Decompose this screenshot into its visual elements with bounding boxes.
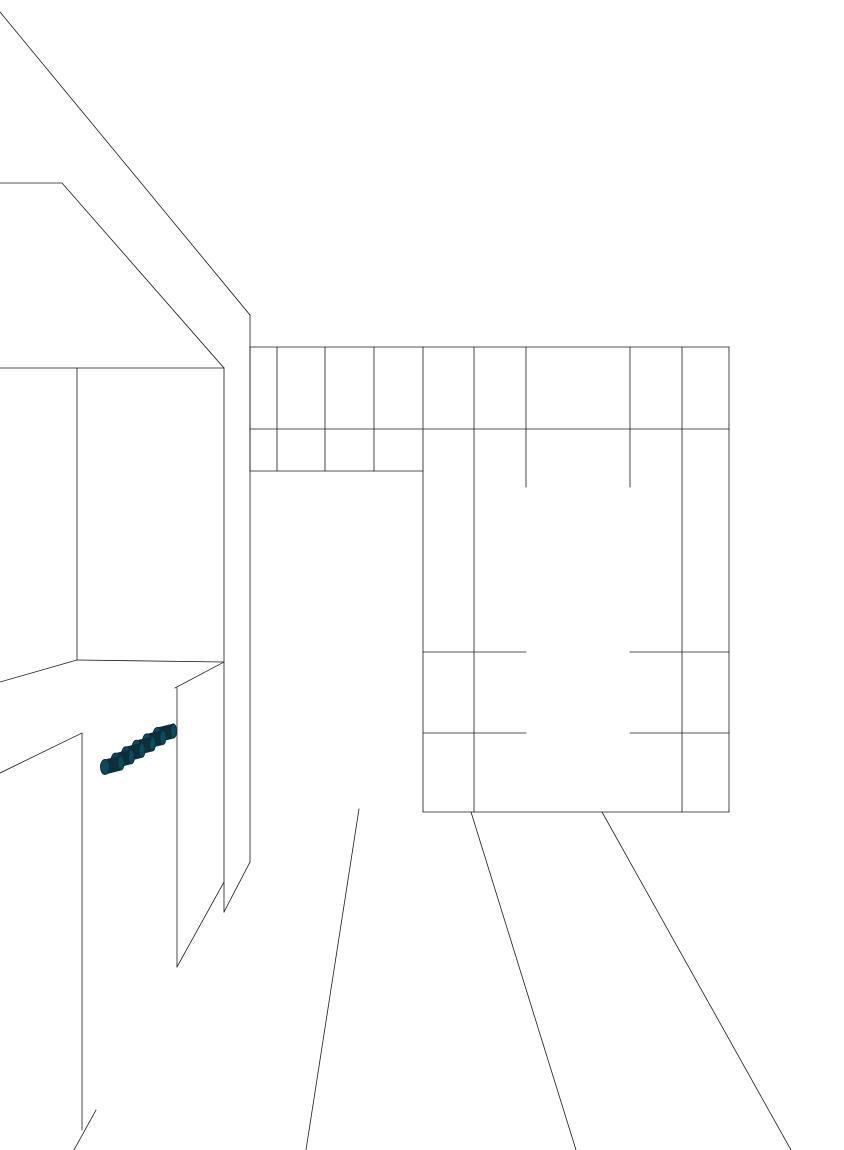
center-column (223, 314, 251, 913)
stove-knob-row (100, 723, 177, 775)
knob-face (100, 759, 110, 775)
knob-rim (170, 723, 177, 739)
shelving-grid (249, 346, 730, 813)
knob-rim (138, 742, 146, 758)
beam-edge-upper (0, 11, 251, 316)
knob-rim (128, 749, 135, 765)
knob-rim (117, 755, 125, 771)
knob-rim (149, 736, 156, 752)
floor-lines (305, 808, 792, 1150)
ceiling-beam (0, 11, 251, 369)
knob-rim (159, 729, 167, 745)
beam-edge-lower (0, 182, 225, 369)
left-wall-panel (0, 367, 225, 683)
stove-knob-1[interactable] (100, 755, 125, 775)
counter-cabinet (0, 661, 225, 1150)
